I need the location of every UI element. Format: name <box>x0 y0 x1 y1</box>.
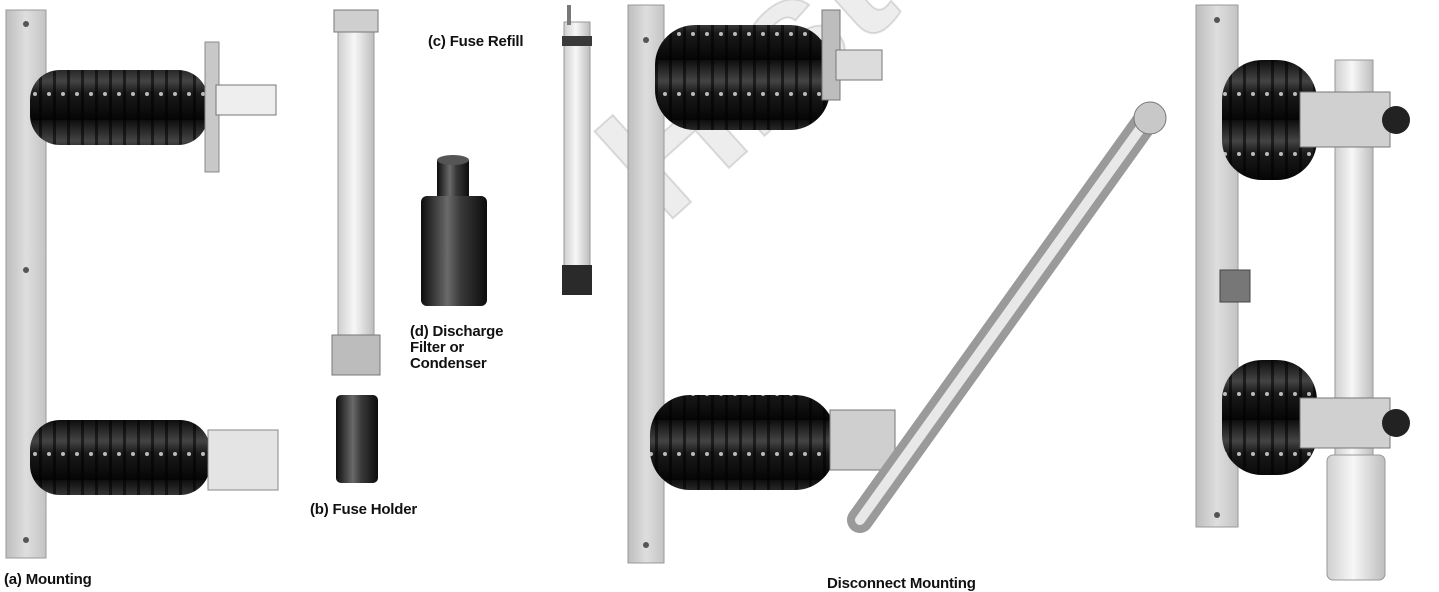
fuse-holder-b <box>331 9 381 483</box>
caption-mounting: (a) Mounting <box>4 571 92 588</box>
assembled-mounting <box>1195 4 1410 581</box>
disconnect-mounting <box>627 4 1167 564</box>
caption-disconnect-mounting: Disconnect Mounting <box>827 575 976 592</box>
mounting-a <box>5 9 279 559</box>
caption-discharge-filter: (d) Discharge Filter or Condenser <box>410 323 504 372</box>
fuse-refill-c <box>562 5 592 295</box>
discharge-filter-d <box>421 155 487 306</box>
caption-fuse-refill: (c) Fuse Refill <box>428 33 524 50</box>
caption-fuse-holder: (b) Fuse Holder <box>310 501 418 518</box>
